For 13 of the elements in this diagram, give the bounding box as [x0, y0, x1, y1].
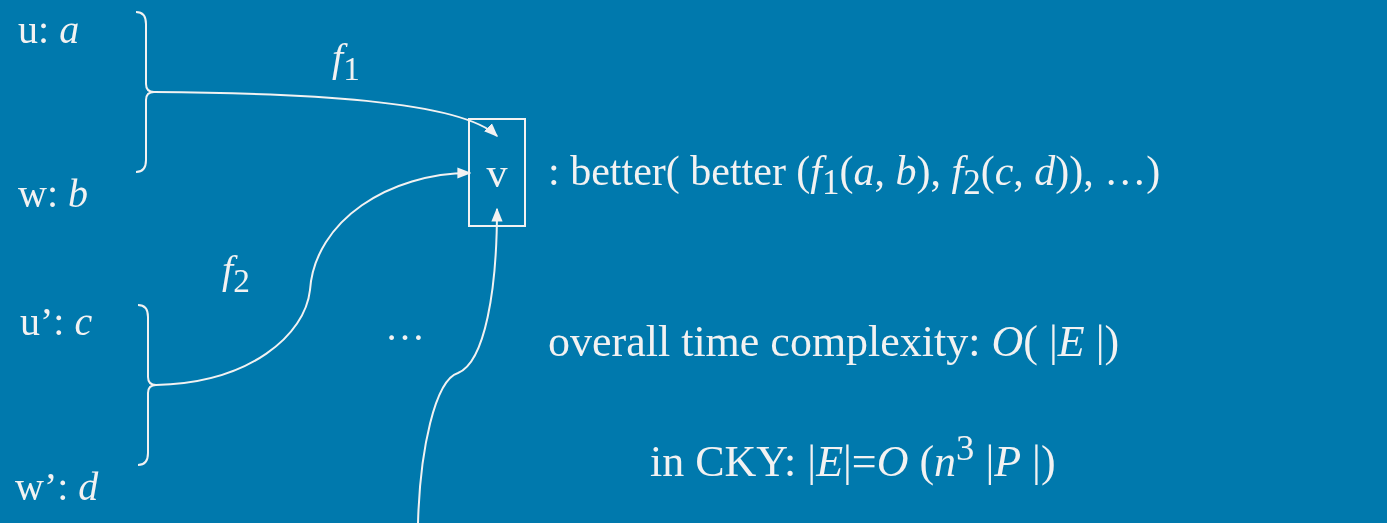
- variable-label: w’: d: [15, 465, 99, 509]
- variable-label: u’: c: [20, 300, 93, 344]
- arrow: [153, 91, 499, 137]
- variable-label: w: b: [18, 172, 88, 216]
- ellipsis: …: [385, 305, 425, 349]
- variable-label: u: a: [18, 8, 80, 52]
- formula-text: : better( better (f$_{1}$(a, b), f$_{2}$(c, d)), …): [548, 148, 1161, 203]
- curly-brace: [135, 11, 155, 173]
- complexity-text: in CKY: |E|=O (n$^{3}$ |P |): [650, 428, 1056, 487]
- node-box: v: [468, 118, 526, 227]
- complexity-text: overall time complexity: O( |E |): [548, 318, 1120, 367]
- curly-brace: [137, 304, 157, 466]
- arrow: [417, 207, 503, 523]
